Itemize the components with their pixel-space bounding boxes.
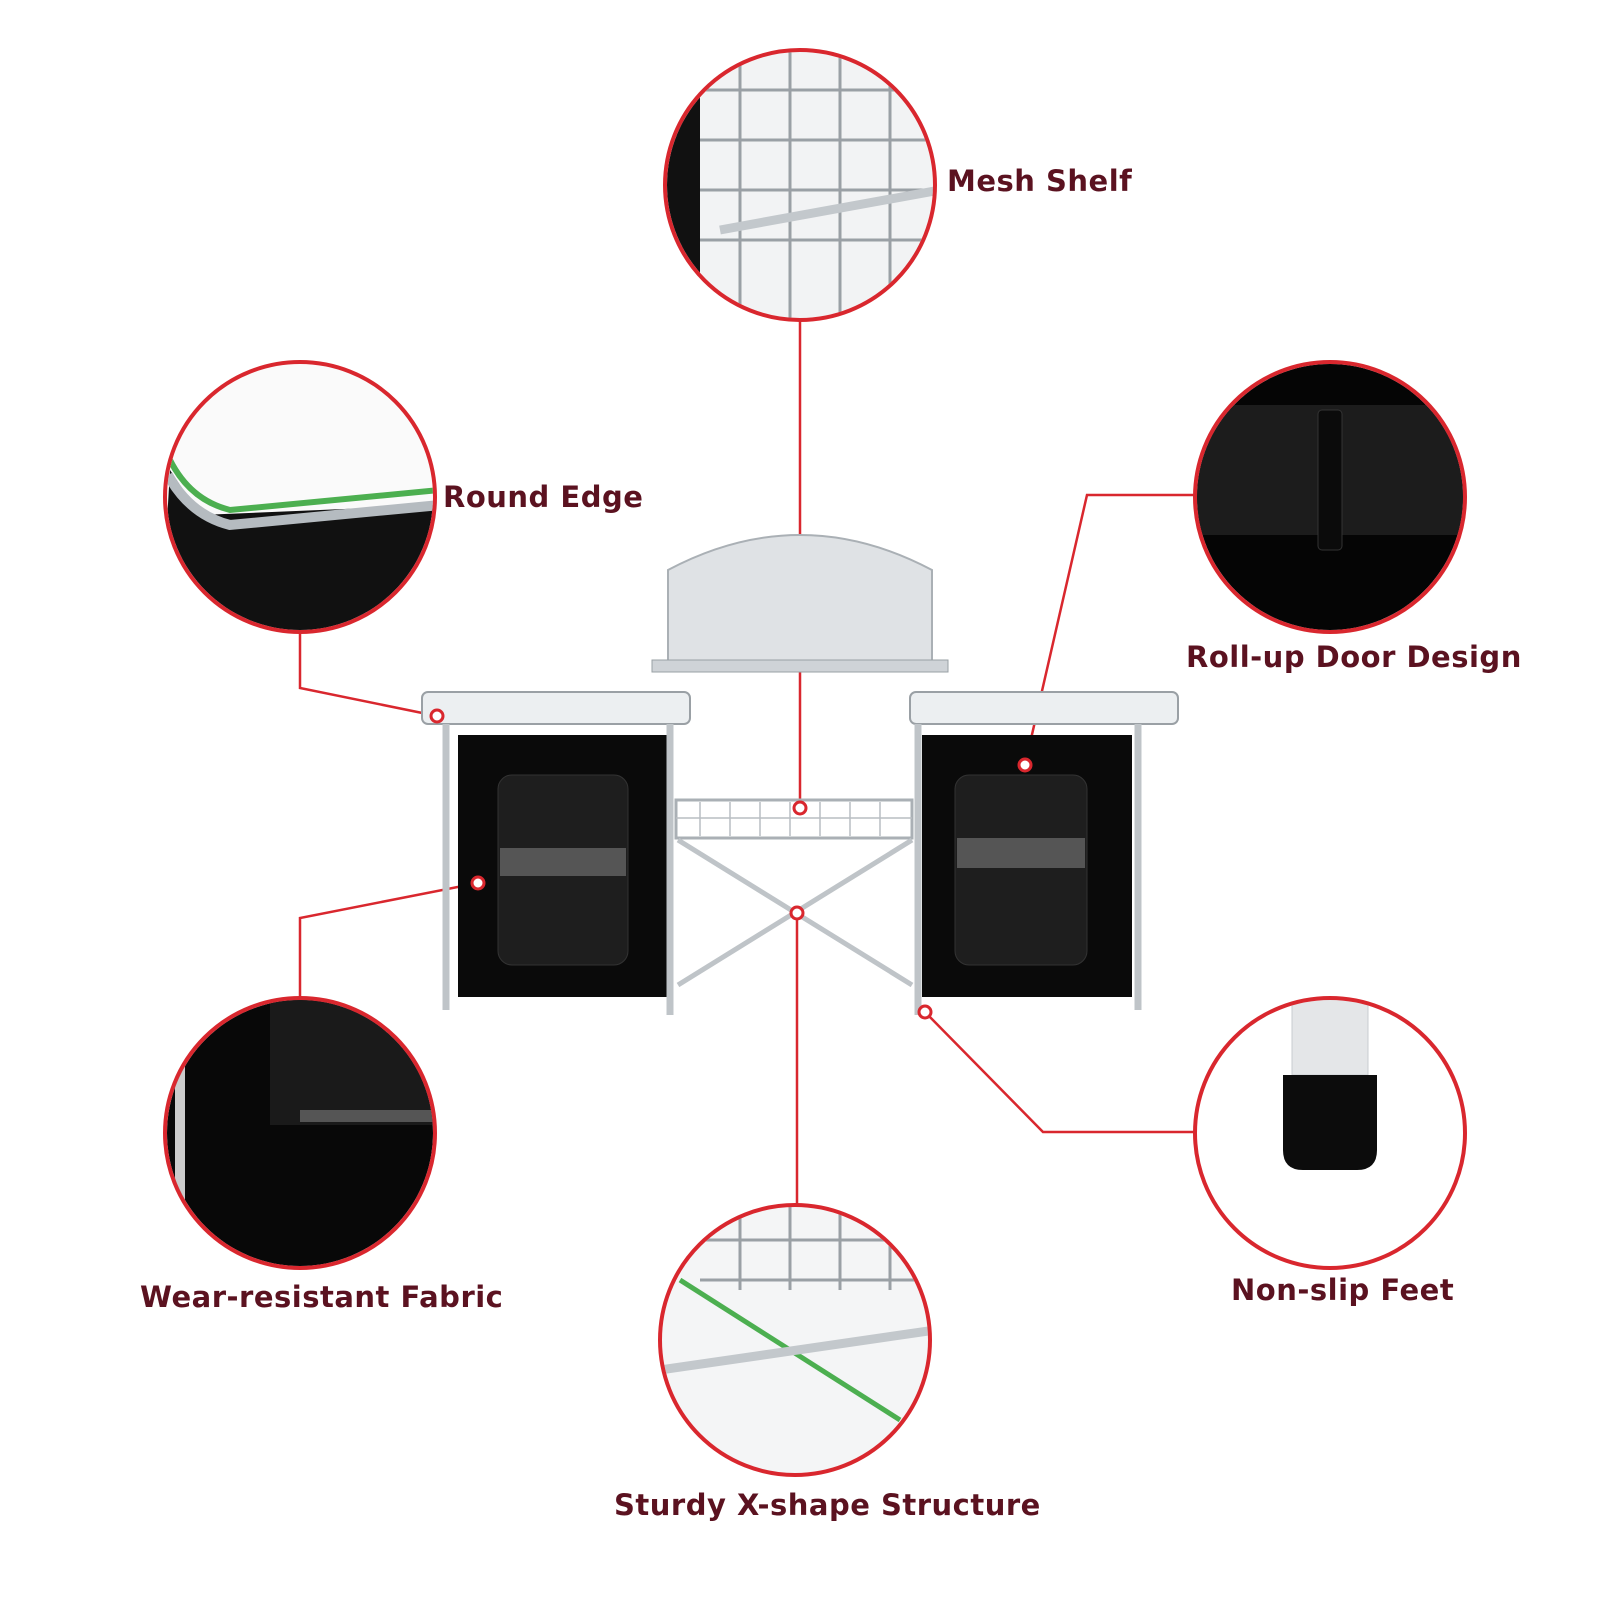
anchor-dots xyxy=(429,708,1033,1020)
detail-non-slip-feet xyxy=(1197,1000,1463,1266)
detail-x-shape xyxy=(662,1207,928,1473)
connector-lines xyxy=(298,320,1197,1207)
connector-round-edge xyxy=(298,632,438,718)
detail-round-edge xyxy=(167,364,433,630)
camping-kitchen-table-image xyxy=(421,534,1179,1015)
label-mesh-shelf: Mesh Shelf xyxy=(947,164,1133,198)
connector-roll-up-door xyxy=(1023,493,1197,766)
detail-roll-up-door xyxy=(1197,364,1463,630)
connector-feet xyxy=(924,1011,1197,1134)
detail-circle-borders xyxy=(163,48,1467,1477)
detail-mesh-shelf xyxy=(667,52,933,318)
label-roll-up-door: Roll-up Door Design xyxy=(1186,640,1522,674)
detail-fabric xyxy=(167,1000,433,1266)
label-wear-resistant-fabric: Wear-resistant Fabric xyxy=(140,1280,504,1314)
label-round-edge: Round Edge xyxy=(443,480,644,514)
label-non-slip-feet: Non-slip Feet xyxy=(1231,1273,1455,1307)
label-x-shape-structure: Sturdy X-shape Structure xyxy=(614,1488,1041,1522)
connector-fabric xyxy=(298,881,479,998)
